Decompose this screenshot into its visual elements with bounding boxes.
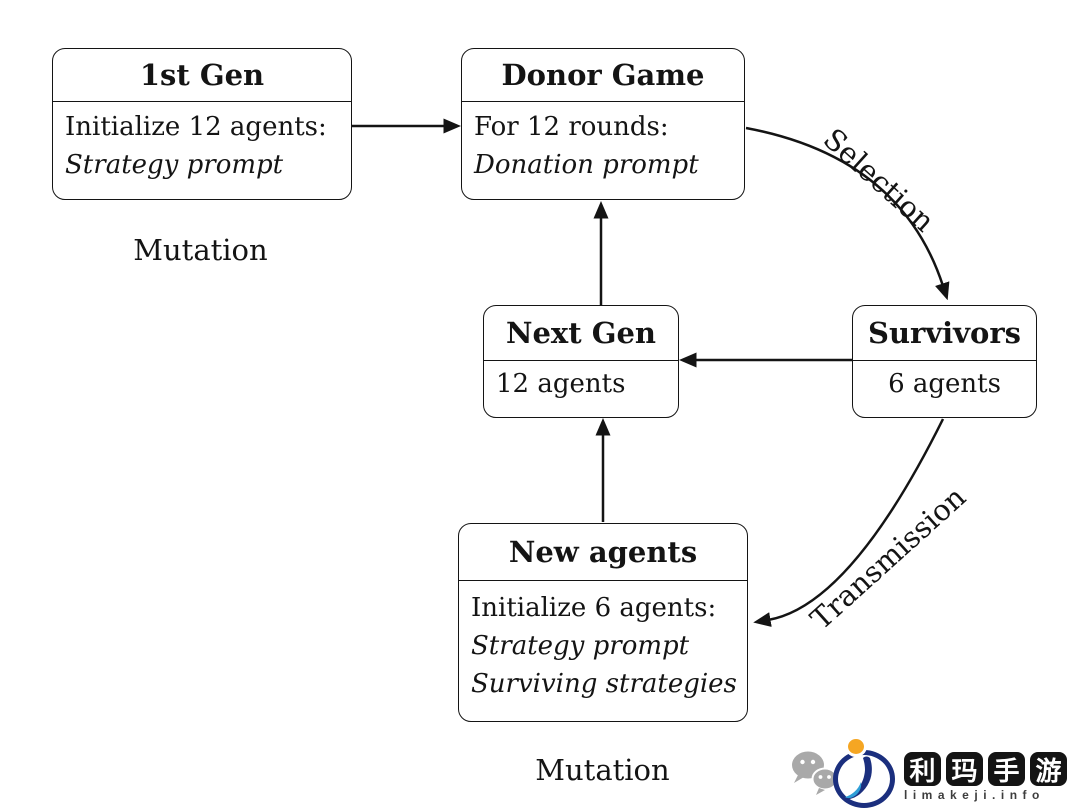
node-line: Strategy prompt	[471, 631, 690, 661]
node-new-agents-title: New agents	[459, 524, 747, 581]
node-line: Donation prompt	[474, 150, 699, 180]
node-line: 12 agents	[496, 369, 626, 399]
node-survivors-title: Survivors	[853, 306, 1036, 361]
brand-char: 玛	[946, 752, 983, 787]
node-line: Initialize 6 agents:	[471, 593, 717, 623]
node-donor-game-body: For 12 rounds: Donation prompt	[462, 102, 744, 199]
brand-char: 手	[988, 752, 1025, 787]
node-line: 6 agents	[888, 369, 1001, 399]
label-transmission: Transmission	[803, 479, 973, 637]
wechat-icon	[792, 751, 839, 795]
node-donor-game-title: Donor Game	[462, 49, 744, 102]
brand-char: 游	[1030, 752, 1067, 787]
node-line: Surviving strategies	[471, 669, 737, 699]
node-next-gen-body: 12 agents	[484, 361, 678, 417]
node-line: Initialize 12 agents:	[65, 112, 327, 142]
node-new-agents-body: Initialize 6 agents: Strategy prompt Sur…	[459, 581, 747, 721]
brand-swoosh-icon	[844, 756, 872, 800]
node-line: For 12 rounds:	[474, 112, 669, 142]
brand-name: 利 玛 手 游	[904, 752, 1067, 787]
brand-dot-icon	[848, 739, 864, 754]
brand-char: 利	[904, 752, 941, 787]
node-new-agents: New agents Initialize 6 agents: Strategy…	[458, 523, 748, 722]
node-next-gen-title: Next Gen	[484, 306, 678, 361]
label-selection: Selection	[816, 121, 942, 239]
watermark: 利 玛 手 游 limakeji.info	[780, 735, 1080, 811]
brand-url: limakeji.info	[904, 788, 1045, 802]
node-first-gen: 1st Gen Initialize 12 agents: Strategy p…	[52, 48, 352, 200]
node-survivors: Survivors 6 agents	[852, 305, 1037, 418]
label-mutation-bottom: Mutation	[535, 753, 670, 787]
node-next-gen: Next Gen 12 agents	[483, 305, 679, 418]
node-first-gen-title: 1st Gen	[53, 49, 351, 102]
label-mutation-top: Mutation	[133, 233, 268, 267]
node-survivors-body: 6 agents	[853, 361, 1036, 417]
node-donor-game: Donor Game For 12 rounds: Donation promp…	[461, 48, 745, 200]
node-line: Strategy prompt	[65, 150, 284, 180]
node-first-gen-body: Initialize 12 agents: Strategy prompt	[53, 102, 351, 199]
